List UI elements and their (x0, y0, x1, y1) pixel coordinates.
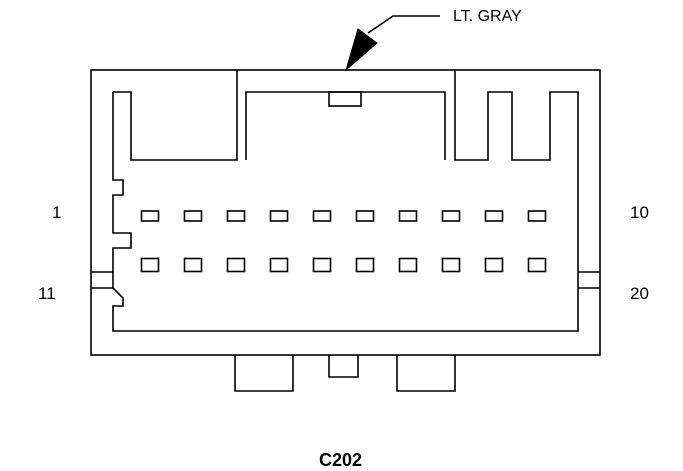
pin-cavity-18 (441, 257, 461, 273)
connector-id-label: C202 (319, 450, 363, 470)
wire-color-label: LT. GRAY (453, 8, 522, 25)
color-leader-arrow (345, 15, 440, 72)
pin-label-top-left: 1 (52, 203, 62, 222)
pin-cavity-6 (355, 210, 375, 222)
bottom-tab-center (328, 355, 359, 378)
pin-cavity-2 (183, 210, 203, 222)
connector-inner-cavity (112, 70, 579, 332)
pin-cavity-14 (269, 257, 289, 273)
pin-cavity-3 (226, 210, 246, 222)
pin-cavities (140, 210, 547, 273)
bottom-tab-left (234, 355, 294, 392)
bottom-tab-right (396, 355, 456, 392)
connector-outer-housing (90, 69, 601, 356)
pin-cavity-17 (398, 257, 418, 273)
pin-cavity-1 (140, 210, 160, 222)
pin-cavity-16 (355, 257, 375, 273)
pin-cavity-11 (140, 257, 160, 273)
pin-label-top-right: 10 (630, 203, 649, 222)
pin-cavity-4 (269, 210, 289, 222)
pin-cavity-15 (312, 257, 332, 273)
pin-cavity-13 (226, 257, 246, 273)
pin-label-bottom-left: 11 (38, 284, 56, 303)
connector-key-tab (328, 91, 362, 107)
pin-cavity-8 (441, 210, 461, 222)
pin-cavity-7 (398, 210, 418, 222)
pin-cavity-9 (484, 210, 504, 222)
pin-label-bottom-right: 20 (630, 284, 649, 303)
pin-cavity-20 (527, 257, 547, 273)
pin-cavity-5 (312, 210, 332, 222)
pin-cavity-19 (484, 257, 504, 273)
pin-cavity-10 (527, 210, 547, 222)
pin-cavity-12 (183, 257, 203, 273)
